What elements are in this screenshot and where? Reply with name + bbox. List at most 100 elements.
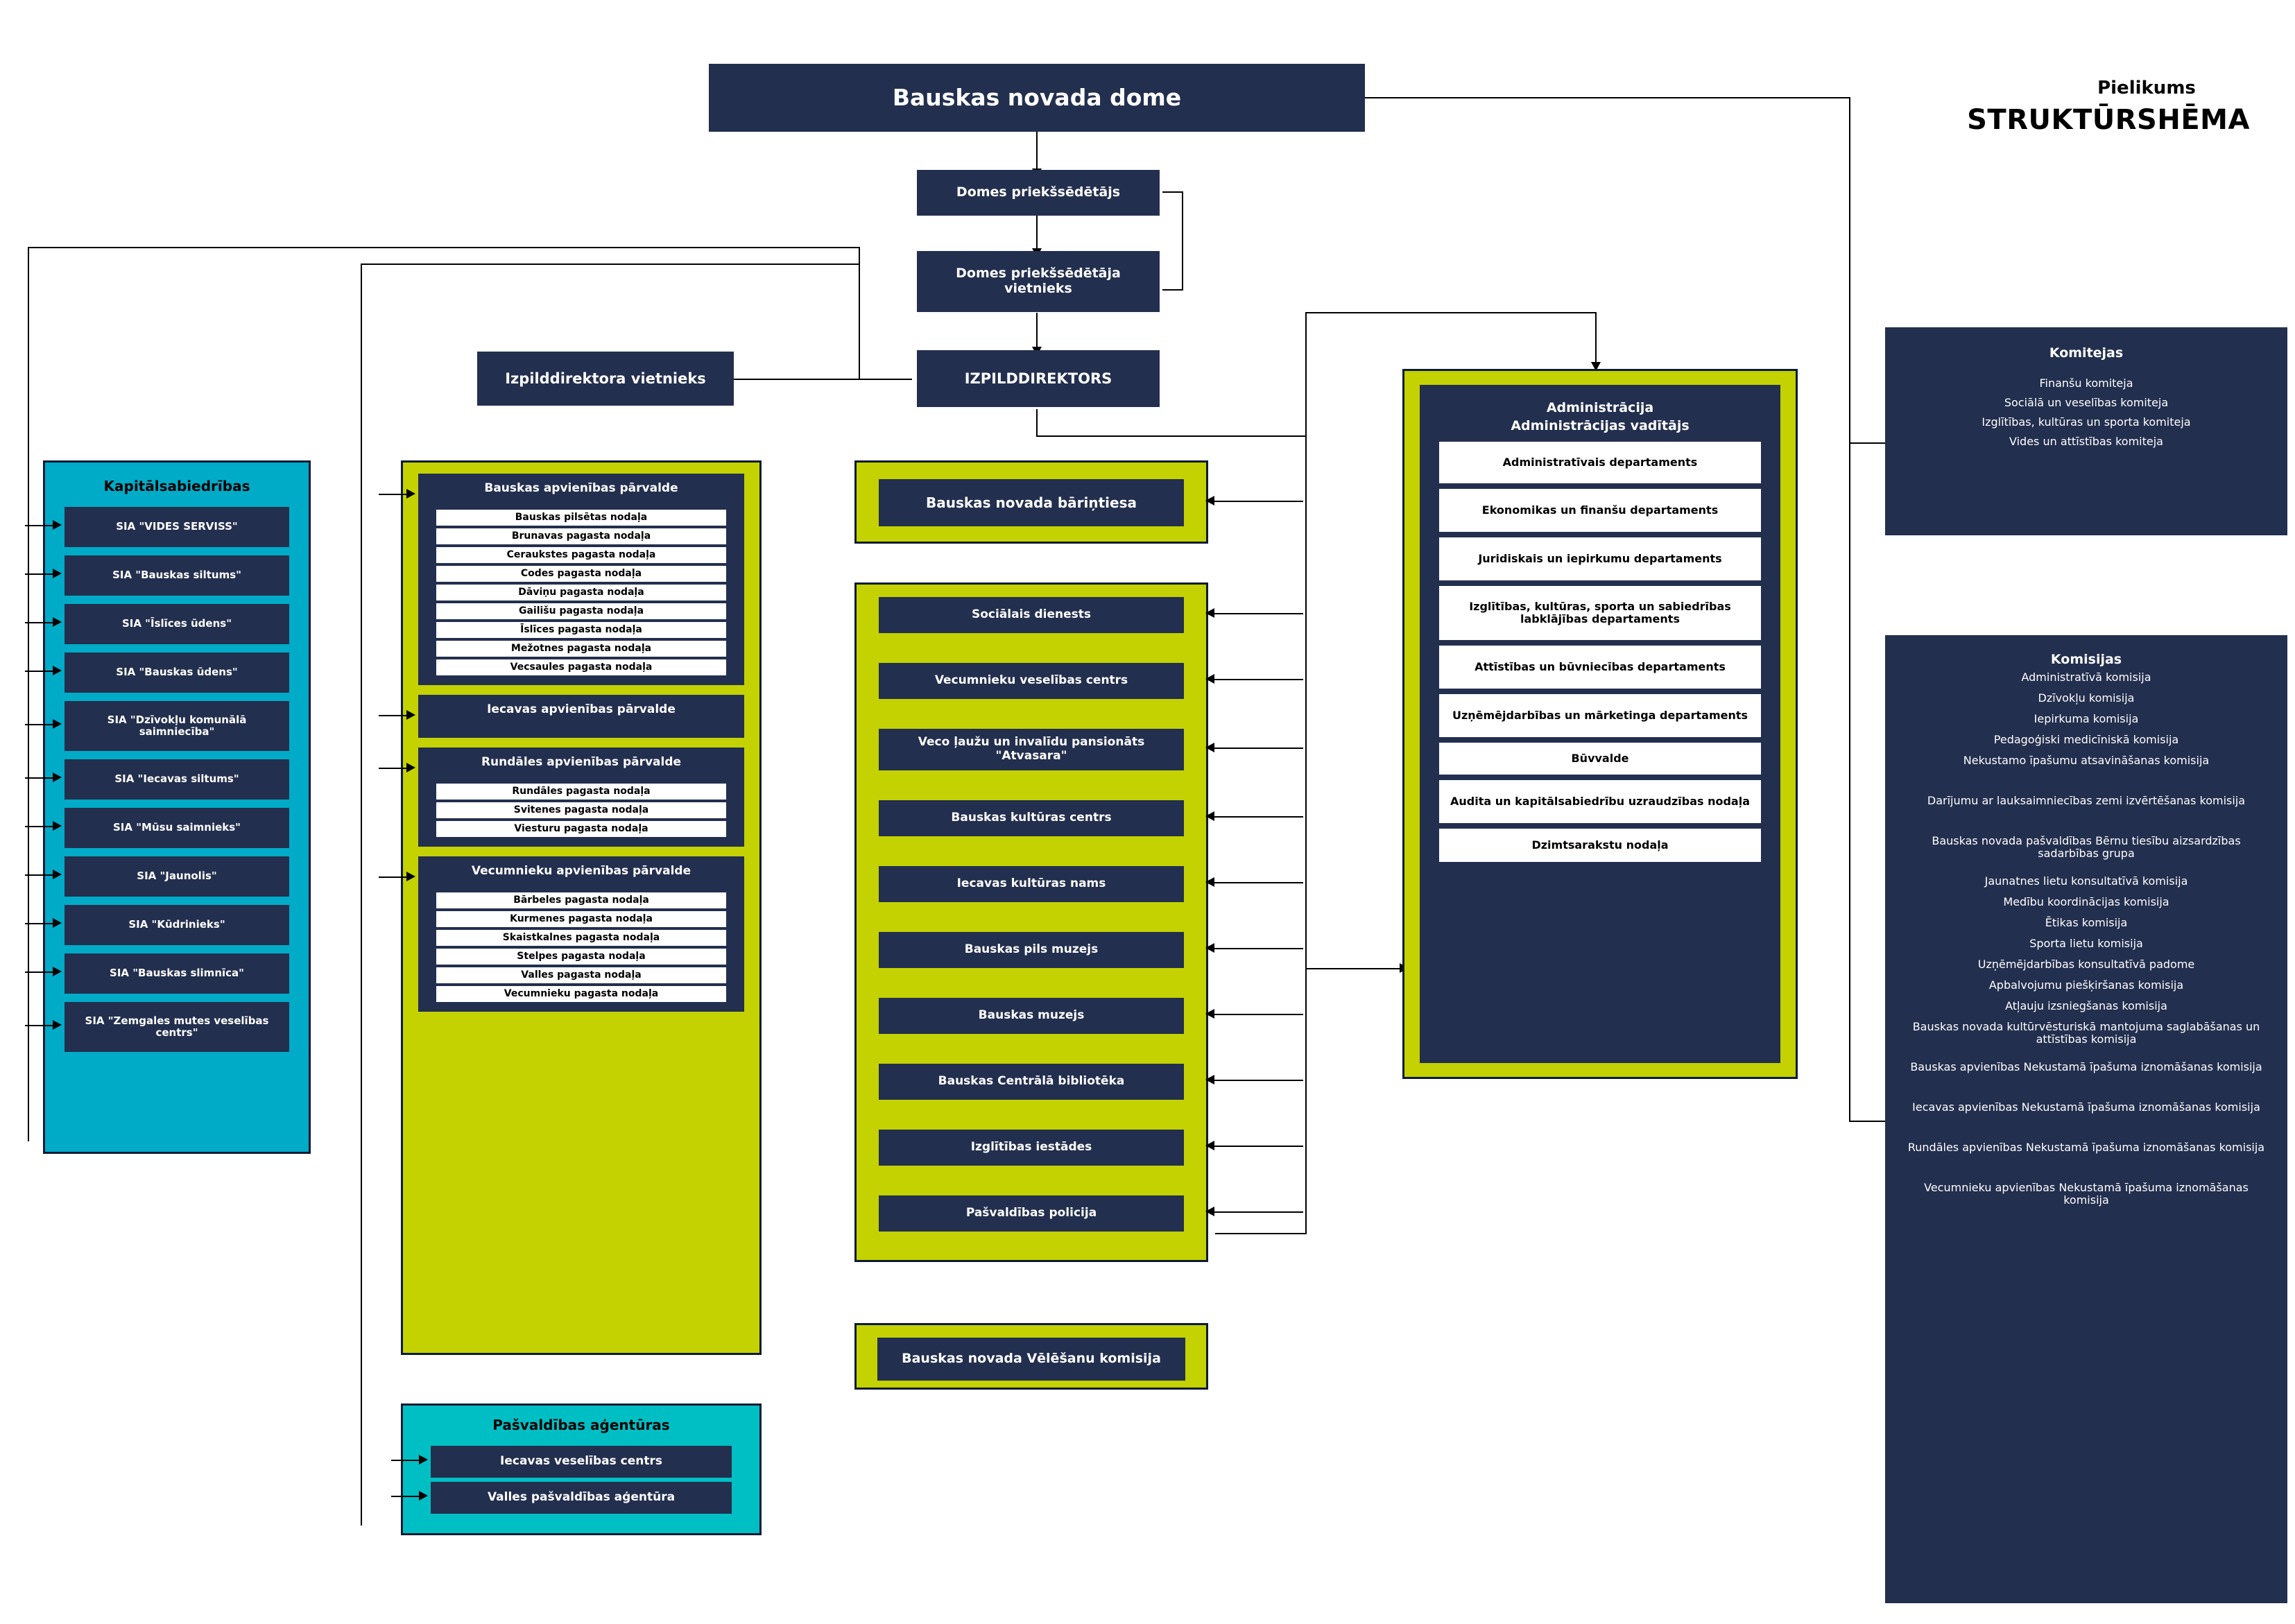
arrow-head <box>406 872 415 881</box>
connector-line <box>28 247 29 1141</box>
committees-title: Komitejas <box>2049 345 2124 361</box>
administration-sub-item[interactable]: Codes pagasta nodaļa <box>436 566 726 582</box>
connector-line <box>1036 409 1038 437</box>
arrow-head <box>1205 743 1214 752</box>
capital-company-item[interactable]: SIA "Jaunolis" <box>65 856 289 897</box>
committee-item: Sociālā un veselības komiteja <box>2004 396 2169 409</box>
institution-item[interactable]: Bauskas Centrālā bibliotēka <box>879 1064 1184 1100</box>
connector-line <box>1214 679 1303 680</box>
administration-sub-item[interactable]: Viesturu pagasta nodaļa <box>436 821 726 837</box>
department-item[interactable]: Administratīvais departaments <box>1439 442 1761 483</box>
department-item[interactable]: Attīstības un būvniecības departaments <box>1439 646 1761 689</box>
arrow-head <box>1205 608 1214 618</box>
arrow-head <box>53 1020 62 1030</box>
institution-item[interactable]: Iecavas kultūras nams <box>879 866 1184 902</box>
administration-sub-item[interactable]: Gailišu pagasta nodaļa <box>436 603 726 619</box>
commissions-title: Komisijas <box>2050 652 2122 667</box>
connector-line <box>28 247 860 248</box>
institution-item[interactable]: Bauskas pils muzejs <box>879 932 1184 968</box>
capital-company-item[interactable]: SIA "Kūdrinieks" <box>65 905 289 945</box>
department-item[interactable]: Ekonomikas un finanšu departaments <box>1439 489 1761 532</box>
administration-sub-item[interactable]: Īslīces pagasta nodaļa <box>436 622 726 638</box>
department-item[interactable]: Izglītības, kultūras, sporta un sabiedrī… <box>1439 586 1761 640</box>
administration-sub-item[interactable]: Vecsaules pagasta nodaļa <box>436 659 726 675</box>
commission-item: Medību koordinācijas komisija <box>2003 895 2169 908</box>
administration-group: Iecavas apvienības pārvalde <box>418 695 744 738</box>
institution-item[interactable]: Veco ļaužu un invalīdu pansionāts "Atvas… <box>879 729 1184 770</box>
commission-item: Administratīvā komisija <box>2021 671 2151 684</box>
institution-item[interactable]: Vecumnieku veselības centrs <box>879 663 1184 699</box>
arrow-head <box>53 520 62 530</box>
arrow-head <box>53 821 62 831</box>
commission-item: Iepirkuma komisija <box>2034 712 2139 725</box>
connector-line <box>379 768 406 769</box>
exec-deputy-box[interactable]: Izpilddirektora vietnieks <box>477 352 734 406</box>
agencies-title: Pašvaldības aģentūras <box>492 1417 670 1433</box>
capital-company-item[interactable]: SIA "Iecavas siltums" <box>65 759 289 800</box>
connector-line <box>1365 97 1850 98</box>
commission-item: Vecumnieku apvienības Nekustamā īpašuma … <box>1924 1181 2249 1207</box>
administration-sub-item[interactable]: Skaistkalnes pagasta nodaļa <box>436 930 726 946</box>
administration-sub-item[interactable]: Vecumnieku pagasta nodaļa <box>436 986 726 1002</box>
institution-item[interactable]: Izglītības iestādes <box>879 1130 1184 1166</box>
connector-line <box>1182 191 1183 290</box>
connector-line <box>859 247 860 379</box>
chair-box[interactable]: Domes priekšsēdētājs <box>917 170 1160 216</box>
department-item[interactable]: Uzņēmējdarbības un mārketinga departamen… <box>1439 694 1761 737</box>
administration-sub-item[interactable]: Kurmenes pagasta nodaļa <box>436 911 726 927</box>
institution-item[interactable]: Sociālais dienests <box>879 597 1184 633</box>
capital-company-item[interactable]: SIA "VIDES SERVISS" <box>65 507 289 547</box>
capital-company-item[interactable]: SIA "Zemgales mutes veselības centrs" <box>65 1002 289 1052</box>
administration-sub-item[interactable]: Rundāles pagasta nodaļa <box>436 784 726 800</box>
commission-item: Bauskas novada pašvaldības Bērnu tiesību… <box>1932 834 2241 861</box>
capital-companies-title: Kapitālsabiedrības <box>103 478 250 494</box>
institution-item[interactable]: Pašvaldības policija <box>879 1195 1184 1232</box>
arrow-head <box>406 489 415 499</box>
capital-company-item[interactable]: SIA "Dzīvokļu komunālā saimniecība" <box>65 701 289 751</box>
administration-sub-item[interactable]: Svitenes pagasta nodaļa <box>436 802 726 818</box>
exec-director-box[interactable]: IZPILDDIREKTORS <box>917 350 1160 407</box>
department-item[interactable]: Juridiskais un iepirkumu departaments <box>1439 537 1761 580</box>
capital-company-item[interactable]: SIA "Īslīces ūdens" <box>65 604 289 644</box>
connector-line <box>361 264 859 265</box>
administration-sub-item[interactable]: Stelpes pagasta nodaļa <box>436 949 726 965</box>
arrow-head <box>1205 1075 1214 1085</box>
agency-item[interactable]: Valles pašvaldības aģentūra <box>431 1482 732 1514</box>
election-commission-box[interactable]: Bauskas novada Vēlēšanu komisija <box>877 1338 1185 1381</box>
capital-company-item[interactable]: SIA "Bauskas slimnīca" <box>65 953 289 994</box>
connector-line <box>1849 1121 1891 1122</box>
arrow-head <box>1205 943 1214 953</box>
agency-item[interactable]: Iecavas veselības centrs <box>431 1446 732 1478</box>
capital-company-item[interactable]: SIA "Bauskas siltums" <box>65 555 289 596</box>
department-item[interactable]: Audita un kapitālsabiedrību uzraudzības … <box>1439 780 1761 823</box>
administration-title-line1: Administrācija <box>1546 400 1654 415</box>
department-item[interactable]: Dzimtsarakstu nodaļa <box>1439 829 1761 862</box>
connector-line <box>391 1460 419 1461</box>
commission-item: Iecavas apvienības Nekustamā īpašuma izn… <box>1912 1100 2260 1114</box>
connector-line <box>1036 313 1038 352</box>
administration-sub-item[interactable]: Dāviņu pagasta nodaļa <box>436 585 726 601</box>
institution-item[interactable]: Bauskas kultūras centrs <box>879 800 1184 836</box>
department-item[interactable]: Būvvalde <box>1439 743 1761 775</box>
administration-sub-item[interactable]: Mežotnes pagasta nodaļa <box>436 641 726 657</box>
connector-line <box>732 379 912 380</box>
capital-company-item[interactable]: SIA "Bauskas ūdens" <box>65 653 289 693</box>
orphans-court-box[interactable]: Bauskas novada bāriņtiesa <box>879 479 1184 526</box>
administration-sub-item[interactable]: Bārbeles pagasta nodaļa <box>436 892 726 908</box>
document-title: STRUKTŪRSHĒMA <box>1967 104 2250 136</box>
connector-line <box>25 671 53 672</box>
commission-item: Dzīvokļu komisija <box>2038 691 2135 705</box>
administration-sub-item[interactable]: Bauskas pilsētas nodaļa <box>436 510 726 526</box>
connector-line <box>391 1496 419 1497</box>
administration-sub-item[interactable]: Ceraukstes pagasta nodaļa <box>436 547 726 563</box>
institution-item[interactable]: Bauskas muzejs <box>879 998 1184 1034</box>
administration-sub-item[interactable]: Valles pagasta nodaļa <box>436 967 726 983</box>
connector-line <box>1036 435 1307 437</box>
administration-sub-item[interactable]: Brunavas pagasta nodaļa <box>436 528 726 544</box>
council-box[interactable]: Bauskas novada dome <box>709 64 1365 132</box>
vice-chair-box[interactable]: Domes priekšsēdētāja vietnieks <box>917 251 1160 312</box>
connector-line <box>1162 191 1183 193</box>
capital-company-item[interactable]: SIA "Mūsu saimnieks" <box>65 808 289 848</box>
connector-line <box>1214 748 1303 749</box>
